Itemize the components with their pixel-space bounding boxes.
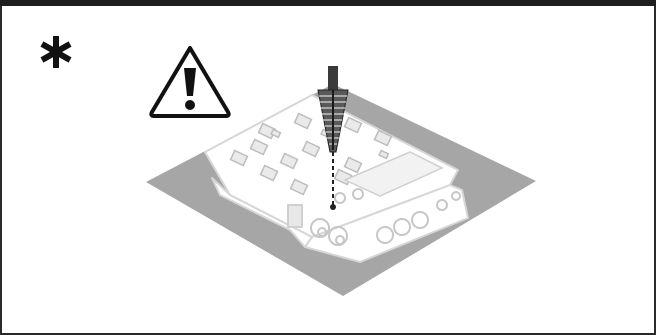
top-rule [0,0,656,6]
asterisk-icon [40,36,72,68]
device-display [343,151,444,197]
step-drill-bit-icon [317,66,349,153]
drill-target-point [330,204,336,210]
device-connectors [310,188,461,246]
warning-triangle-icon [149,46,231,118]
